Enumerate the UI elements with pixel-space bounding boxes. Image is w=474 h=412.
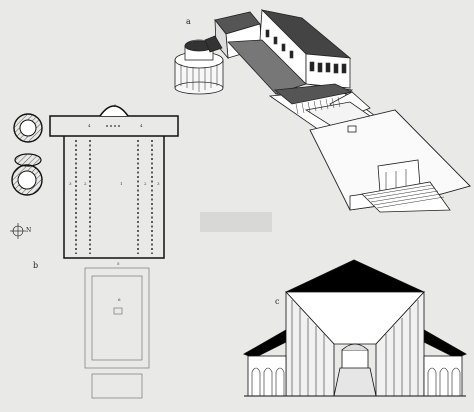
plan-number: 5 bbox=[114, 103, 117, 108]
compass-north-label: N bbox=[26, 227, 32, 234]
plan-number: 5 bbox=[117, 261, 120, 266]
plan-number: 3 bbox=[69, 181, 72, 186]
plan-number: 2 bbox=[84, 181, 87, 186]
plan-number: 2 bbox=[144, 181, 147, 186]
cross-section-view bbox=[243, 259, 467, 397]
blank-patch bbox=[200, 212, 272, 232]
ground-plan bbox=[10, 105, 179, 399]
plan-number: 3 bbox=[157, 181, 160, 186]
plan-number: 6 bbox=[118, 297, 121, 302]
compass-rose bbox=[10, 223, 26, 239]
aerial-view-reconstruction bbox=[174, 9, 471, 213]
label-c: c bbox=[275, 297, 280, 306]
plan-number: 4 bbox=[88, 123, 91, 128]
label-a: a bbox=[186, 17, 191, 26]
label-b: b bbox=[33, 261, 39, 270]
plan-number: 1 bbox=[120, 181, 123, 186]
plan-number: 4 bbox=[140, 123, 143, 128]
